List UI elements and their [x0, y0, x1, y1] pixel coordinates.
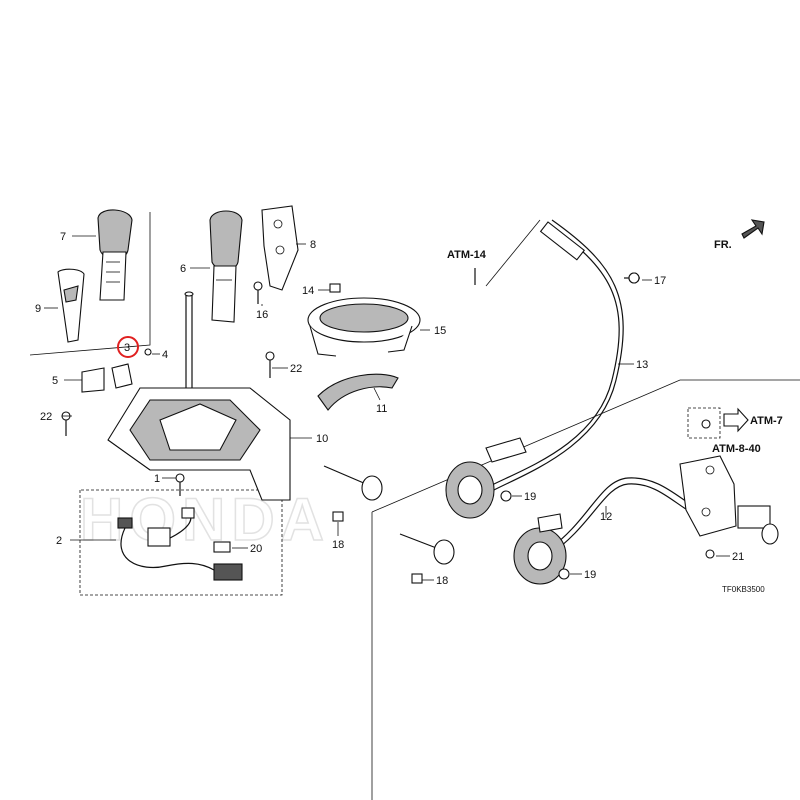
- callout-18-top: 18: [332, 539, 344, 551]
- shift-boot-part-9[interactable]: [57, 268, 85, 343]
- atm-7-arrow-icon: [723, 407, 749, 433]
- callout-11: 11: [376, 403, 387, 415]
- trim-strip-part-11[interactable]: [317, 373, 399, 411]
- callout-18-bottom: 18: [436, 575, 448, 587]
- lock-part-3[interactable]: [111, 363, 133, 389]
- atm-14-pointer: [485, 219, 541, 287]
- front-arrow-icon: [741, 219, 765, 239]
- shifter-base-part-10[interactable]: [107, 291, 291, 501]
- shift-knob-part-6[interactable]: [209, 210, 243, 323]
- wire-harness-part-2[interactable]: [117, 507, 243, 581]
- callout-22-left: 22: [40, 411, 52, 423]
- callout-21: 21: [732, 551, 744, 563]
- nut-part-19-bottom[interactable]: [558, 568, 570, 580]
- ref-atm-14[interactable]: ATM-14: [447, 249, 487, 261]
- lever-part-5[interactable]: [81, 367, 105, 393]
- knob-group-bracket: [29, 212, 151, 356]
- indicator-panel-part-15[interactable]: [307, 297, 421, 357]
- callout-13: 13: [636, 359, 648, 371]
- nut-part-18-top[interactable]: [332, 511, 344, 522]
- bolt-part-17[interactable]: [628, 272, 640, 284]
- callout-14: 14: [302, 285, 314, 297]
- bracket-part-8[interactable]: [261, 205, 299, 291]
- callout-9: 9: [35, 303, 41, 315]
- callout-1: 1: [154, 473, 160, 485]
- screw-part-16[interactable]: [253, 281, 263, 304]
- atm-7-bolt-box: [687, 407, 721, 439]
- callout-3-highlight: [117, 336, 139, 358]
- callout-3: 3: [124, 342, 130, 354]
- harness-group-box: [79, 489, 283, 596]
- callout-15: 15: [434, 325, 446, 337]
- callout-19-bottom: 19: [584, 569, 596, 581]
- ref-atm-7[interactable]: ATM-7: [750, 415, 783, 427]
- pin-part-4[interactable]: [144, 348, 152, 356]
- callout-12: 12: [600, 511, 612, 523]
- shift-knob-part-7[interactable]: [97, 209, 133, 301]
- callout-10: 10: [316, 433, 328, 445]
- sensor-part-20[interactable]: [213, 541, 231, 553]
- callout-6: 6: [180, 263, 186, 275]
- callout-2: 2: [56, 535, 62, 547]
- front-label: FR.: [714, 239, 732, 251]
- callout-19-top: 19: [524, 491, 536, 503]
- cable-bracket-assembly[interactable]: [679, 455, 779, 545]
- callout-16: 16: [256, 309, 268, 321]
- bolt-part-22-right[interactable]: [265, 351, 275, 378]
- callout-20: 20: [250, 543, 262, 555]
- clip-part-14[interactable]: [329, 283, 341, 293]
- callout-4: 4: [162, 349, 168, 361]
- callout-8: 8: [310, 239, 316, 251]
- callout-22-right: 22: [290, 363, 302, 375]
- bolt-atm-7[interactable]: [701, 419, 711, 429]
- selector-cable-part-12[interactable]: [399, 477, 701, 585]
- diagram-code: TF0KB3500: [722, 585, 765, 594]
- leader-lines: [44, 235, 730, 581]
- ref-atm-8-40[interactable]: ATM-8-40: [712, 443, 761, 455]
- shift-cable-part-13[interactable]: [323, 219, 640, 519]
- callout-7: 7: [60, 231, 66, 243]
- callout-17: 17: [654, 275, 666, 287]
- nut-part-19-top[interactable]: [500, 490, 512, 502]
- nut-part-18-bottom[interactable]: [411, 573, 423, 584]
- bolt-part-21[interactable]: [705, 549, 715, 559]
- callout-5: 5: [52, 375, 58, 387]
